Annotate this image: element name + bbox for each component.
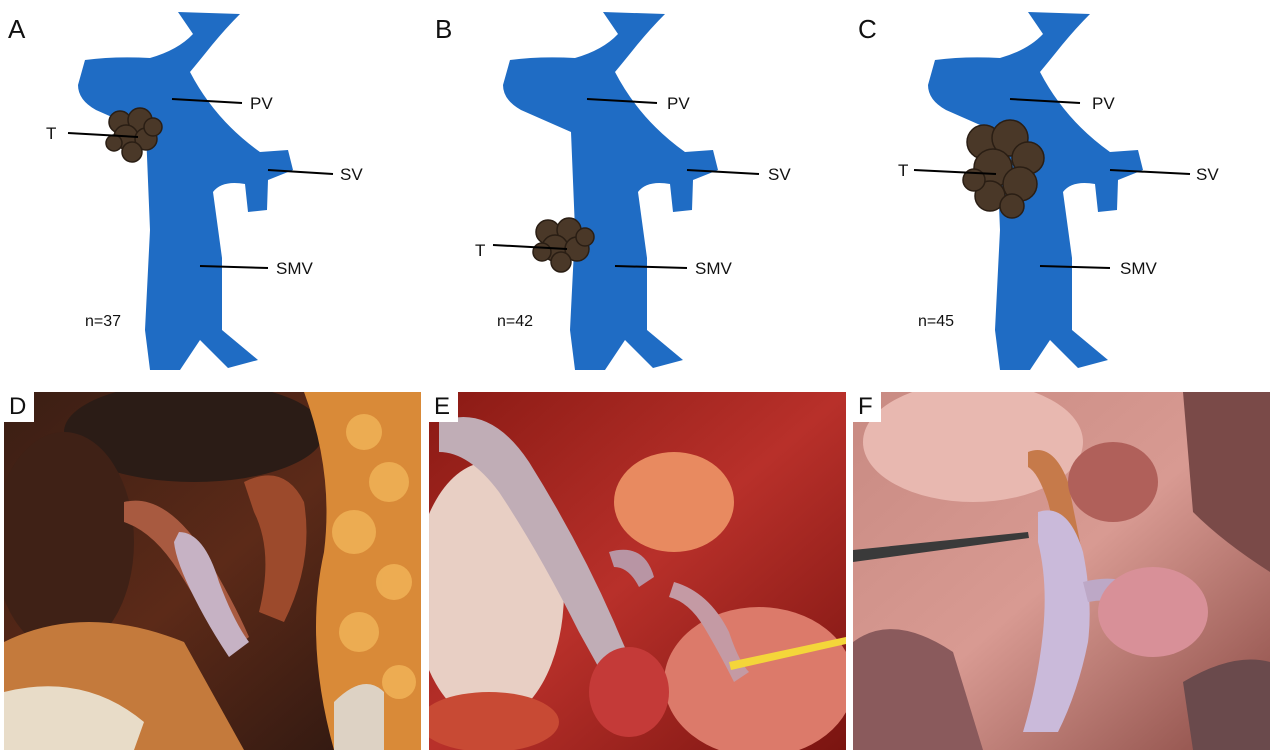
count-label: n=45 <box>918 313 954 330</box>
sv-label: SV <box>340 165 363 184</box>
pv-label: PV <box>250 94 273 113</box>
pv-label: PV <box>667 94 690 113</box>
panel-b: B PV SV SMV T n=42 <box>425 0 850 385</box>
smv-label: SMV <box>695 259 733 278</box>
count-label: n=42 <box>497 313 533 330</box>
photo-d: D <box>4 392 421 750</box>
panel-c-diagram: C PV SV SMV T n=45 <box>850 0 1271 385</box>
surgical-photo-f <box>853 392 1270 750</box>
photo-f: F <box>853 392 1270 750</box>
tumor-label: T <box>46 124 56 143</box>
panel-letter: F <box>853 392 881 422</box>
count-label: n=37 <box>85 313 121 330</box>
panel-letter: E <box>429 392 458 422</box>
portal-vein-trunk <box>503 12 718 370</box>
sv-label: SV <box>1196 165 1219 184</box>
sv-label: SV <box>768 165 791 184</box>
smv-label: SMV <box>1120 259 1158 278</box>
surgical-photo-e <box>429 392 846 750</box>
surgical-photo-d <box>4 392 421 750</box>
panel-letter: B <box>435 14 452 44</box>
tumor-label: T <box>898 161 908 180</box>
panel-letter: D <box>4 392 34 422</box>
pv-label: PV <box>1092 94 1115 113</box>
panel-letter: A <box>8 14 26 44</box>
panel-a: A PV SV SMV T n=37 <box>0 0 425 385</box>
panel-a-diagram: A PV SV SMV T n=37 <box>0 0 425 385</box>
panel-b-diagram: B PV SV SMV T n=42 <box>425 0 850 385</box>
vein-system <box>503 12 718 370</box>
panel-letter: C <box>858 14 877 44</box>
photo-e: E <box>429 392 846 750</box>
panel-c: C PV SV SMV T n=45 <box>850 0 1271 385</box>
smv-label: SMV <box>276 259 314 278</box>
tumor-label: T <box>475 241 485 260</box>
